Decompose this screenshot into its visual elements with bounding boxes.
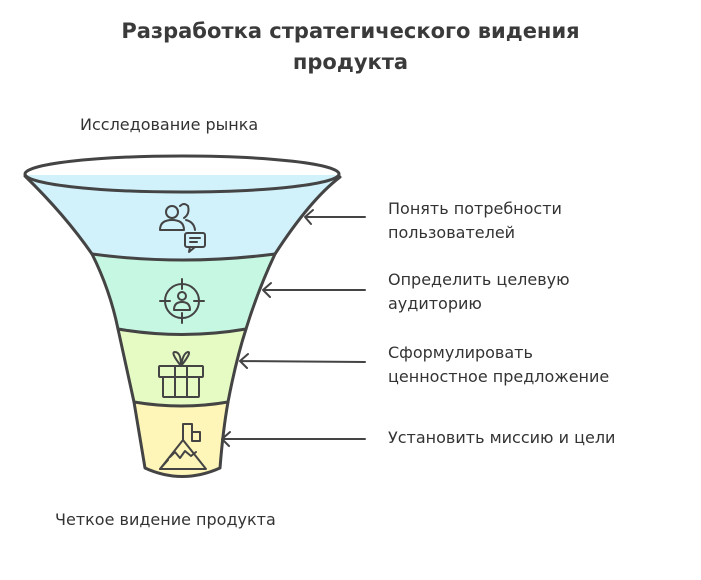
band-3 (118, 329, 246, 406)
mountain-flag-icon (159, 423, 207, 470)
top-label: Исследование рынка (80, 115, 259, 134)
band-4 (134, 402, 228, 477)
funnel-top-rim (23, 154, 341, 194)
gift-icon (158, 351, 204, 398)
title-line-1: Разработка стратегического видения (121, 19, 580, 43)
target-user-icon (159, 278, 205, 324)
band-2 (92, 254, 275, 335)
band-1 (25, 175, 340, 260)
connector-arrows (221, 209, 366, 447)
users-chat-icon (159, 203, 206, 253)
bottom-label: Четкое видение продукта (55, 510, 276, 529)
title-line-2: продукта (292, 50, 409, 74)
diagram-title: Разработка стратегического видения продук… (0, 16, 701, 78)
stage-4-label: Установить миссию и цели (388, 428, 616, 447)
